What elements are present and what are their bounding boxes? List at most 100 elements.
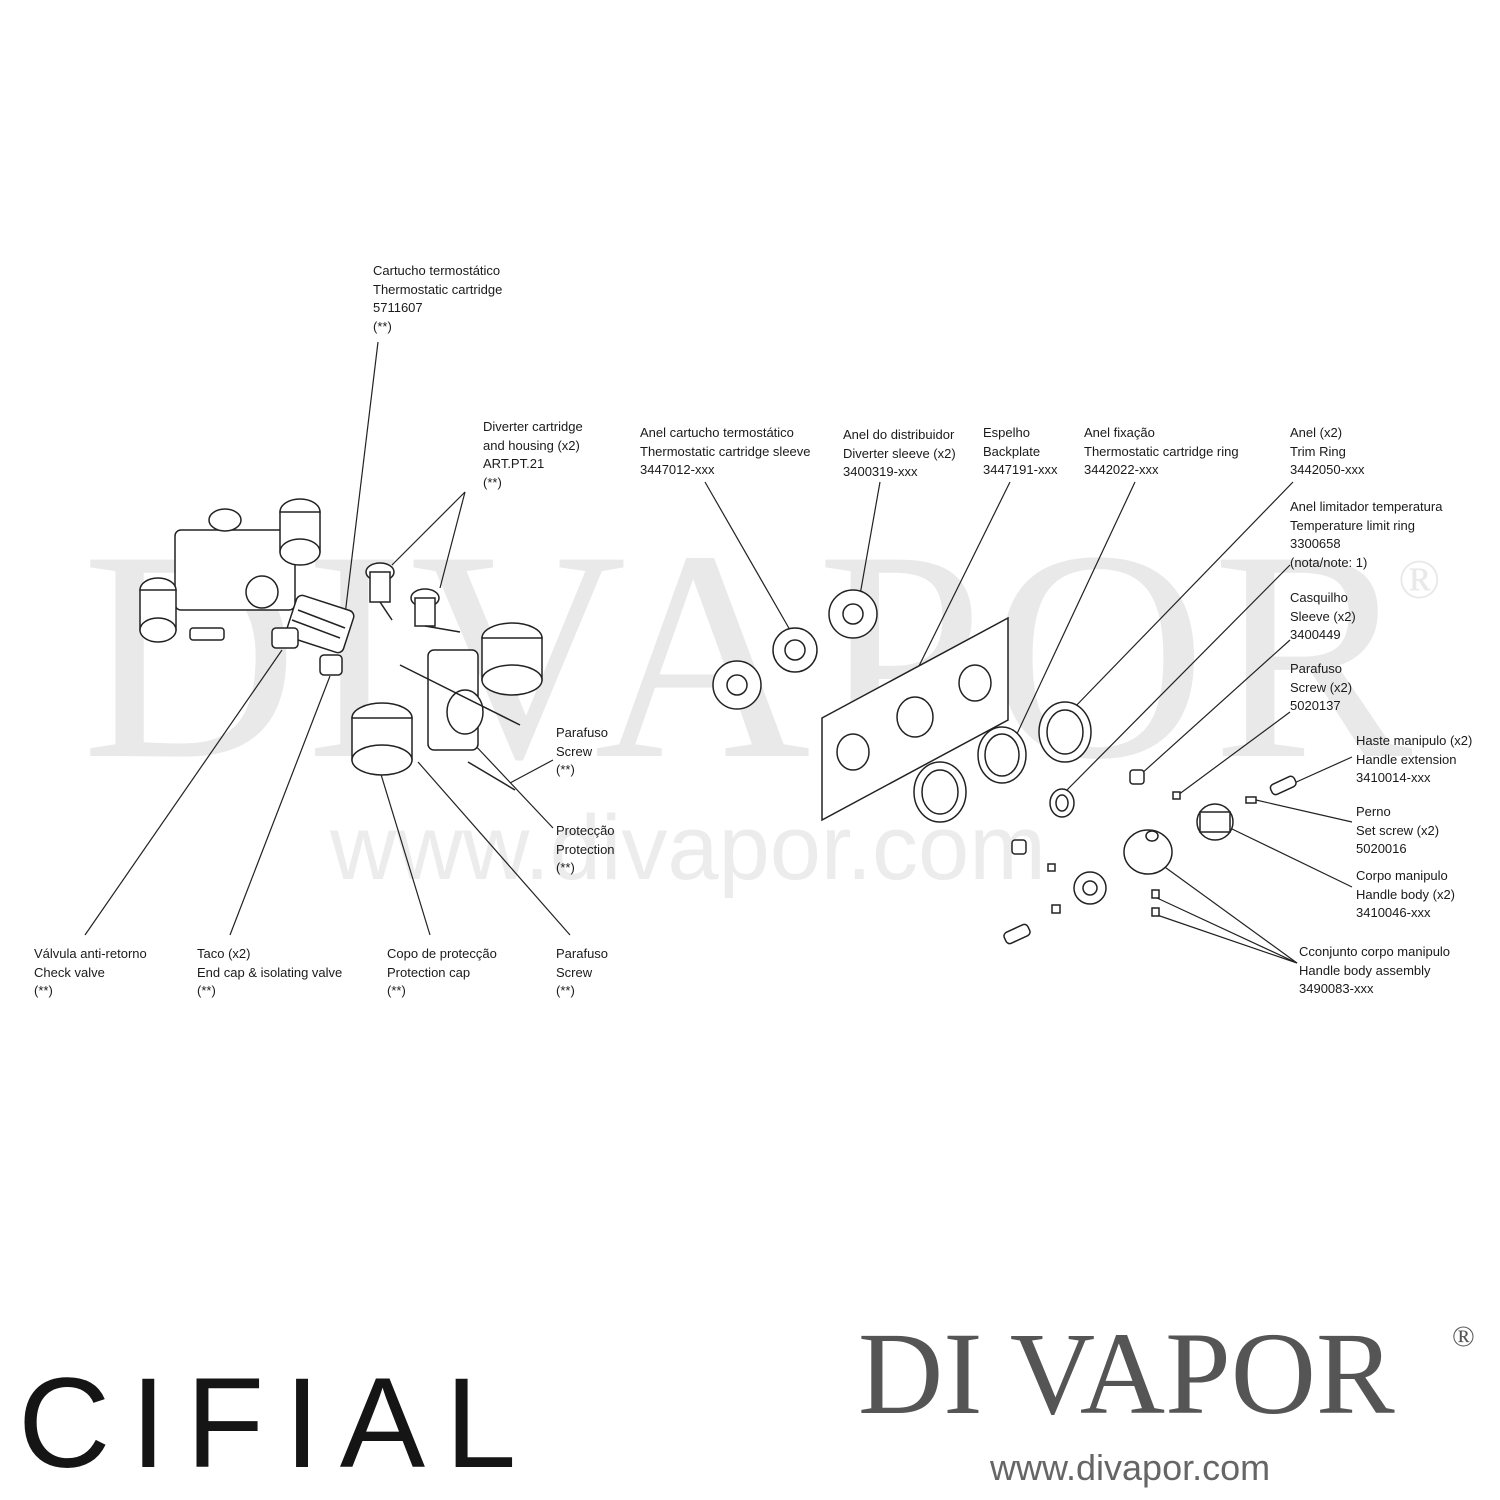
label-part-number: 3442022-xxx bbox=[1084, 462, 1159, 477]
label-note: (**) bbox=[556, 762, 575, 777]
label-line: and housing (x2) bbox=[483, 437, 580, 453]
label-line: Protection bbox=[556, 841, 615, 857]
label-line: Check valve bbox=[34, 964, 105, 980]
diverter-cartridge-1 bbox=[365, 562, 395, 621]
label-diverter-cartridge: Diverter cartridge and housing (x2) ART.… bbox=[483, 418, 583, 492]
label-part-number: 5020016 bbox=[1356, 841, 1407, 856]
label-line: Handle extension bbox=[1356, 751, 1457, 767]
label-line: Diverter cartridge bbox=[483, 419, 583, 434]
label-part-number: 3300658 bbox=[1290, 536, 1341, 551]
handle-body-2 bbox=[1073, 871, 1107, 905]
temp-limit-ring bbox=[1049, 788, 1075, 818]
label-line: Anel fixação bbox=[1084, 425, 1155, 440]
label-line: Screw bbox=[556, 964, 593, 980]
label-line: Screw (x2) bbox=[1290, 679, 1353, 695]
trim-ring-2 bbox=[1038, 701, 1092, 763]
label-trim-ring: Anel (x2) Trim Ring 3442050-xxx bbox=[1290, 424, 1364, 480]
leader-backplate bbox=[917, 481, 1011, 669]
label-end-cap: Taco (x2) End cap & isolating valve (**) bbox=[197, 945, 342, 1001]
label-line: Temperature limit ring bbox=[1290, 517, 1415, 533]
label-thermostatic-cartridge: Cartucho termostático Thermostatic cartr… bbox=[373, 262, 502, 336]
label-protection: Protecção Protection (**) bbox=[556, 822, 615, 878]
label-part-number: 5711607 bbox=[373, 300, 423, 315]
leader-handle-body bbox=[1229, 827, 1353, 888]
label-line: Thermostatic cartridge ring bbox=[1084, 443, 1239, 459]
cartridge-ring bbox=[977, 726, 1027, 784]
watermark-registered-mark: ® bbox=[1398, 549, 1441, 611]
label-line: Corpo manipulo bbox=[1356, 868, 1448, 883]
label-note: (**) bbox=[197, 983, 216, 998]
label-diverter-sleeve: Anel do distribuidor Diverter sleeve (x2… bbox=[843, 426, 956, 482]
leader-diverter-b bbox=[439, 491, 466, 589]
screw-small-2 bbox=[1047, 863, 1056, 872]
label-line: Screw bbox=[556, 743, 593, 759]
label-line: Thermostatic cartridge sleeve bbox=[640, 443, 811, 459]
label-handle-extension: Haste manipulo (x2) Handle extension 341… bbox=[1356, 732, 1472, 788]
label-line: Espelho bbox=[983, 425, 1030, 440]
leader-thermo-cartridge bbox=[344, 341, 379, 616]
handle-extension-1 bbox=[1269, 775, 1297, 796]
label-screw-mid: Parafuso Screw (**) bbox=[556, 724, 608, 780]
leader-temp-limit bbox=[1061, 564, 1291, 796]
label-line: Casquilho bbox=[1290, 590, 1348, 605]
sleeve-small-2 bbox=[1011, 839, 1027, 855]
backplate bbox=[821, 616, 1009, 822]
label-line: Backplate bbox=[983, 443, 1041, 459]
label-protection-cap: Copo de protecção Protection cap (**) bbox=[387, 945, 497, 1001]
label-note: (**) bbox=[483, 474, 502, 490]
label-line: Perno bbox=[1356, 804, 1391, 819]
label-thermo-cartridge-sleeve: Anel cartucho termostático Thermostatic … bbox=[640, 424, 811, 480]
screw-small-1 bbox=[1172, 791, 1181, 800]
label-part-number: 3490083-xxx bbox=[1299, 981, 1374, 996]
label-note: (**) bbox=[34, 983, 53, 998]
leader-end-cap bbox=[229, 675, 331, 936]
label-line: End cap & isolating valve bbox=[197, 964, 343, 980]
label-note: (**) bbox=[556, 983, 575, 998]
check-valve bbox=[271, 627, 299, 649]
trim-ring-1 bbox=[913, 761, 967, 823]
label-line: Anel do distribuidor bbox=[843, 427, 955, 442]
handle-extension-2 bbox=[1003, 923, 1031, 945]
label-note: (**) bbox=[373, 318, 392, 334]
leader-trim-ring bbox=[1069, 481, 1294, 713]
leader-screw-bottom bbox=[417, 761, 571, 936]
label-line: Taco (x2) bbox=[197, 946, 251, 961]
label-note: (**) bbox=[387, 983, 406, 998]
label-line: Sleeve (x2) bbox=[1290, 608, 1356, 624]
protection-cylinder-bottom bbox=[351, 702, 413, 776]
label-line: Válvula anti-retorno bbox=[34, 946, 147, 961]
label-line: Cconjunto corpo manipulo bbox=[1299, 944, 1451, 959]
label-check-valve: Válvula anti-retorno Check valve (**) bbox=[34, 945, 147, 1001]
label-line: Parafuso bbox=[556, 946, 609, 961]
leader-assembly-c bbox=[1156, 914, 1298, 964]
divapor-url: www.divapor.com bbox=[990, 1447, 1271, 1488]
leader-sleeve bbox=[1139, 639, 1291, 776]
label-line: Parafuso bbox=[1290, 661, 1343, 676]
label-line: Diverter sleeve (x2) bbox=[843, 445, 956, 461]
leader-assembly-b bbox=[1156, 897, 1298, 964]
label-part-number: 5020137 bbox=[1290, 698, 1341, 713]
leader-diverter-sleeve bbox=[859, 481, 881, 596]
leader-set-screw bbox=[1255, 799, 1353, 823]
label-line: Protecção bbox=[556, 823, 615, 838]
label-line: Copo de protecção bbox=[387, 946, 497, 961]
label-note: (nota/note: 1) bbox=[1290, 554, 1368, 570]
label-part-number: 3447012-xxx bbox=[640, 462, 715, 477]
label-part-number: 3442050-xxx bbox=[1290, 462, 1365, 477]
label-line: Anel cartucho termostático bbox=[640, 425, 794, 440]
label-sleeve: Casquilho Sleeve (x2) 3400449 bbox=[1290, 589, 1356, 645]
diverter-cartridge-2 bbox=[410, 588, 461, 633]
thermostatic-cartridge bbox=[285, 594, 355, 654]
label-line: Handle body assembly bbox=[1299, 962, 1431, 978]
leader-thermo-sleeve bbox=[704, 481, 791, 631]
divapor-registered-mark: ® bbox=[1452, 1320, 1475, 1353]
label-line: Parafuso bbox=[556, 725, 609, 740]
leader-protection bbox=[471, 741, 554, 829]
mounting-frame bbox=[399, 649, 521, 791]
label-line: Protection cap bbox=[387, 964, 471, 980]
label-line: Thermostatic cartridge bbox=[373, 281, 503, 297]
label-screw-bottom: Parafuso Screw (**) bbox=[556, 945, 608, 1001]
label-backplate: Espelho Backplate 3447191-xxx bbox=[983, 424, 1057, 480]
divapor-logo: DI VAPOR bbox=[858, 1308, 1395, 1439]
